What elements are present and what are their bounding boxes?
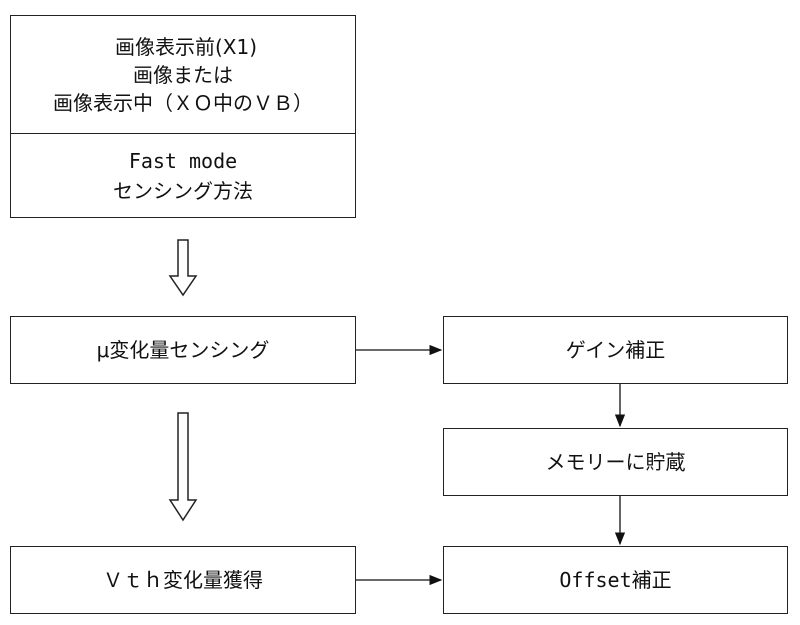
offset-correction-box: Offset補正 <box>443 546 788 614</box>
method-label: センシング方法 <box>113 176 253 206</box>
sensing-timing-box: 画像表示前(X1) 画像または 画像表示中（ＸＯ中のＶＢ） Fast mode … <box>10 15 356 218</box>
timing-line-3: 画像表示中（ＸＯ中のＶＢ） <box>53 89 313 117</box>
mu-sensing-box: μ変化量センシング <box>10 316 356 384</box>
vth-acquire-box: Ｖｔｈ変化量獲得 <box>10 546 356 614</box>
gain-correction-box: ゲイン補正 <box>443 316 788 384</box>
offset-correction-label: Offset補正 <box>559 567 671 594</box>
mu-sensing-label: μ変化量センシング <box>97 337 270 364</box>
timing-section: 画像表示前(X1) 画像または 画像表示中（ＸＯ中のＶＢ） <box>11 16 355 134</box>
memory-store-box: メモリーに貯蔵 <box>443 428 788 496</box>
gain-correction-label: ゲイン補正 <box>566 337 666 364</box>
hollow-down-arrow-2 <box>170 413 196 520</box>
mode-label: Fast mode <box>129 146 237 176</box>
timing-line-2: 画像または <box>133 61 233 89</box>
vth-acquire-label: Ｖｔｈ変化量獲得 <box>103 567 263 594</box>
hollow-down-arrow-1 <box>170 240 196 295</box>
timing-line-1: 画像表示前(X1) <box>115 33 257 61</box>
method-section: Fast mode センシング方法 <box>11 133 355 218</box>
memory-store-label: メモリーに貯蔵 <box>546 449 686 476</box>
